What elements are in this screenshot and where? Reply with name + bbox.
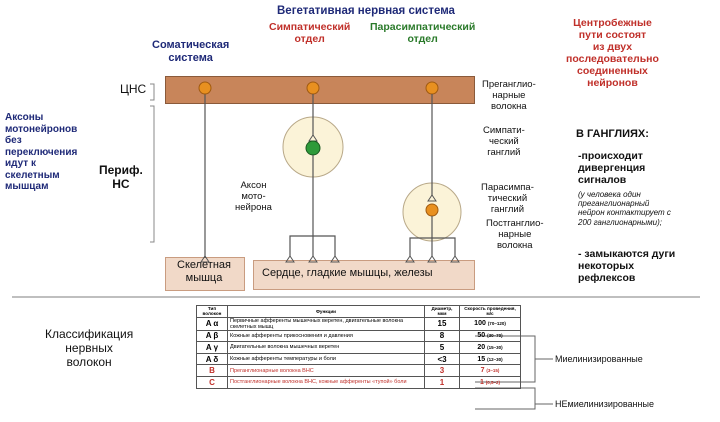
fiber-speed-range: (15–30) <box>487 344 503 350</box>
fiber-speed-range: (3–15) <box>486 368 500 374</box>
parasymp-postganglionic-fiber <box>409 216 456 256</box>
symp-ganglion-label: Симпати- ческий ганглий <box>483 125 525 158</box>
fiber-function: Постганглионарные волокна ВНС, кожные аф… <box>227 375 425 389</box>
unmyelinated-label: НЕмиелинизированные <box>555 399 654 409</box>
efferent-text: Центробежные пути состоят из двух послед… <box>566 17 659 90</box>
fiber-function: Двигательные волокна мышечных веретен <box>227 341 425 354</box>
fiber-type: B <box>196 364 228 377</box>
somatic-neuron <box>198 81 212 95</box>
table-header: Скорость проведения, м/с <box>459 305 521 318</box>
fiber-speed: 20 <box>477 343 486 351</box>
fiber-function: Первичные афференты мышечных веретен, дв… <box>227 316 425 331</box>
parasympathetic-label: Парасимпатический отдел <box>370 21 476 46</box>
parasymp-ganglion-neuron <box>425 203 439 217</box>
table-header-row: Тип волокон Функции Диаметр, мкм Скорост… <box>196 305 521 318</box>
table-row: A δ Кожные афференты температуры и боли … <box>196 352 521 366</box>
organs-box <box>253 260 475 290</box>
cns-bracket <box>150 83 155 101</box>
axon-moto-label: Аксон мото- нейрона <box>235 180 272 213</box>
diagram-title: Вегетативная нервная система <box>277 5 455 17</box>
fiber-diameter: 3 <box>424 364 460 377</box>
fiber-function: Кожные афференты прикосновения и давлени… <box>227 329 425 343</box>
somatic-terminal <box>200 255 210 263</box>
reflexes-text: - замыкаются дуги некоторых рефлексов <box>578 248 676 285</box>
table-header: Тип волокон <box>196 305 228 318</box>
cns-label: ЦНС <box>120 82 147 96</box>
fiber-speed: 1 <box>479 378 484 386</box>
fiber-function: Кожные афференты температуры и боли <box>227 352 425 366</box>
fiber-diameter: 1 <box>424 375 460 389</box>
table-header: Диаметр, мкм <box>424 305 460 318</box>
fiber-diameter: <3 <box>424 352 460 366</box>
classification-table: Тип волокон Функции Диаметр, мкм Скорост… <box>196 305 521 389</box>
fiber-speed-range: (70–120) <box>487 321 506 327</box>
somatic-label: Соматическая система <box>152 39 230 64</box>
table-row: A γ Двигательные волокна мышечных верете… <box>196 341 521 354</box>
cns-bar <box>165 76 475 104</box>
pns-label: Периф. НС <box>99 163 143 191</box>
table-row: B Преганглионарные волокна ВНС 3 7 (3–15… <box>196 364 521 377</box>
sympathetic-label: Симпатический отдел <box>269 21 351 46</box>
fiber-speed-range: (12–30) <box>487 356 503 362</box>
table-row: A β Кожные афференты прикосновения и дав… <box>196 329 521 343</box>
classification-label: Классификация нервных волокон <box>45 327 134 369</box>
divergence-note: (у человека один преганглионарный нейрон… <box>578 190 671 227</box>
symp-postganglionic-fiber <box>289 155 336 256</box>
fiber-type: A β <box>196 329 228 343</box>
skeletal-muscle-box <box>165 257 245 291</box>
in-ganglia-heading: В ГАНГЛИЯХ: <box>576 128 649 140</box>
myelinated-label: Миелинизированные <box>555 354 643 364</box>
preganglionic-label: Преганглио- нарные волокна <box>482 79 536 112</box>
fiber-type: C <box>196 375 228 389</box>
fiber-type: A γ <box>196 341 228 354</box>
fiber-diameter: 5 <box>424 341 460 354</box>
postganglionic-label: Постганглио- нарные волокна <box>486 218 544 251</box>
fiber-type: A α <box>196 316 228 331</box>
symp-ganglion-neuron <box>305 140 321 156</box>
skeletal-muscle-label: Скелетная мышца <box>177 259 231 284</box>
pns-bracket <box>150 105 155 243</box>
parasymp-preganglionic-neuron <box>425 81 439 95</box>
fiber-speed-range: (0,5–2) <box>485 379 501 385</box>
table-header: Функции <box>227 305 425 318</box>
fiber-speed-range: (30–70) <box>487 333 503 339</box>
divergence-text: -происходит дивергенция сигналов <box>578 150 646 187</box>
fiber-function: Преганглионарные волокна ВНС <box>227 364 425 377</box>
fiber-diameter: 15 <box>424 316 460 331</box>
motor-axons-text: Аксоны мотонейронов без переключения иду… <box>5 112 78 192</box>
table-row: C Постганглионарные волокна ВНС, кожные … <box>196 375 521 389</box>
fiber-type: A δ <box>196 352 228 366</box>
fiber-speed: 50 <box>477 332 486 340</box>
classification-table-wrap: Тип волокон Функции Диаметр, мкм Скорост… <box>196 305 521 389</box>
organs-label: Сердце, гладкие мышцы, железы <box>262 267 433 279</box>
parasymp-ganglion-label: Парасимпа- тический ганглий <box>481 182 534 215</box>
fiber-speed: 15 <box>477 355 486 363</box>
symp-preganglionic-neuron <box>306 81 320 95</box>
fiber-diameter: 8 <box>424 329 460 343</box>
table-row: A α Первичные афференты мышечных веретен… <box>196 316 521 331</box>
fiber-speed: 100 <box>474 320 486 328</box>
fiber-speed: 7 <box>480 367 485 375</box>
